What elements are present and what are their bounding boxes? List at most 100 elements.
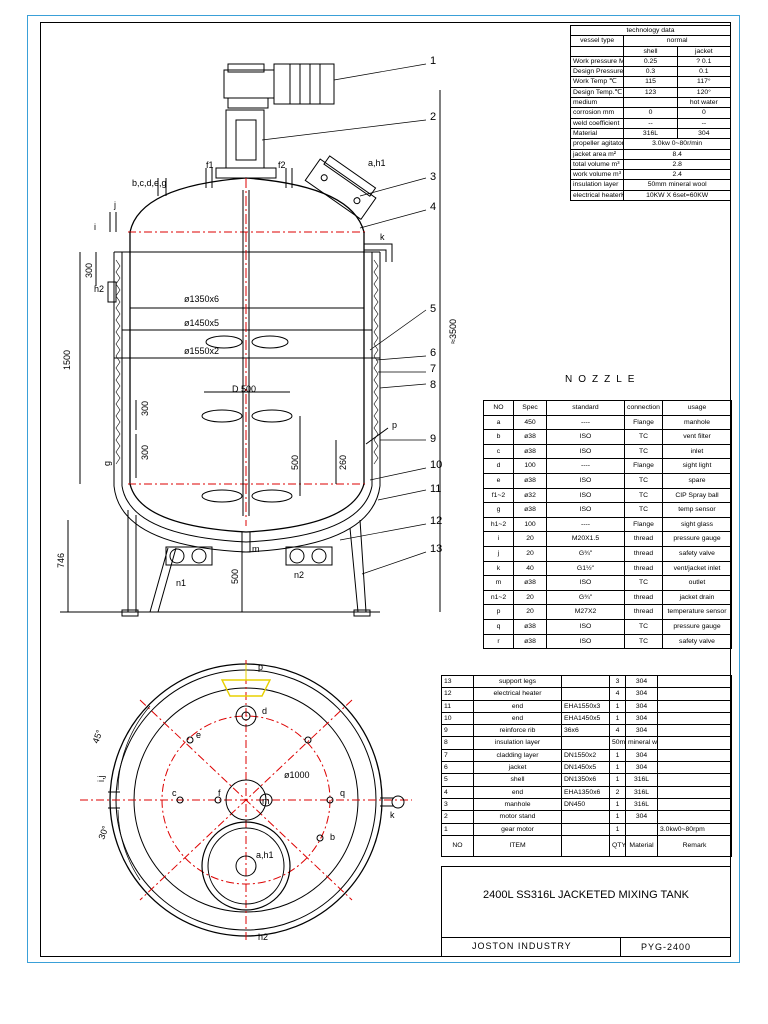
plan-nozzle-r [304,736,312,744]
table-cell: insulation layer [473,736,562,750]
dim-500: 500 [290,455,300,470]
plan-diag-2 [139,699,353,901]
table-cell: Material [625,834,658,857]
part-number-4: 4 [430,201,436,213]
label-g: g [102,461,112,466]
impeller-diameter-label: D 500 [232,384,256,394]
part-number-5: 5 [430,303,436,315]
motor-stand [225,109,265,169]
plan-label-h2: h2 [258,932,268,942]
insulation-hatch-right [373,259,379,465]
outlet-m [241,532,251,553]
plan-label-c: c [172,788,177,798]
leg-right [349,519,367,613]
plan-label-e: e [196,730,201,740]
insulation-hatch-left [115,259,121,465]
sight-glass-h2 [107,281,117,303]
plan-label-b: b [330,832,335,842]
drawing-title: 2400L SS316L JACKETED MIXING TANK [482,889,690,901]
table-cell: jacket [676,45,732,57]
table-cell: 117° [676,76,732,88]
motor [273,63,335,105]
leg-left [127,510,137,612]
label-h2: h2 [94,284,104,294]
dim-300-low: 300 [140,445,150,460]
plan-nozzle-d [235,705,257,727]
dim-300-mid: 300 [140,401,150,416]
part-number-2: 2 [430,111,436,123]
heater-box-right [285,546,333,566]
impeller-blade-3 [201,489,243,503]
nozzle-bcdeg [157,178,167,196]
plan-label-m: m [262,796,270,806]
angle-arc-30 [117,809,141,881]
table-cell: 10KW X 6set=60KW [623,189,731,202]
motor-flange [227,97,269,109]
plan-nozzle-k [380,797,394,807]
label-j: j [113,200,116,210]
dim-500-leg: 500 [230,569,240,584]
impeller-blade-2 [201,409,243,423]
nozzle-p [365,427,389,445]
label-f2: f2 [278,160,286,170]
table-cell: ISO [546,633,625,650]
nozzle-f2 [285,168,293,188]
gear-motor-top [227,63,265,73]
table-cell: -- [676,117,732,129]
table-cell: 1 [441,822,474,836]
table-cell: 8.4 [623,148,731,160]
table-cell: ? 0.1 [676,55,732,68]
table-cell [657,797,732,812]
table-cell: DN450 [561,797,610,812]
table-cell: 304 [676,127,732,140]
table-cell: electrical heaterKW [569,189,625,202]
table-cell [657,761,732,775]
nozzle-ij [109,212,117,232]
table-cell: 1 [609,699,626,713]
label-bcdeg: b,c,d,e,g [132,178,167,188]
part-leaders [261,63,427,575]
jacket-bottom-end [121,485,373,543]
label-n1: n1 [176,578,186,588]
table-cell [657,810,732,824]
plan-label-q: q [340,788,345,798]
plan-nozzle-b [316,834,324,842]
part-number-1: 1 [430,55,436,67]
plan-label-k: k [390,810,395,820]
plan-label-d1000: ø1000 [284,770,310,780]
plan-label-30: 30° [96,824,110,841]
plan-label-p: p [258,662,263,672]
table-cell: safety valve [662,633,732,650]
heater-box-left [165,546,213,566]
table-cell: 1 [609,748,626,763]
tech-title: technology data [570,24,731,37]
table-cell [657,724,732,738]
dim-260: 260 [338,455,348,470]
plan-nozzle-e [186,736,194,744]
table-cell: work volume m³ [569,169,625,181]
angle-arc-45 [117,705,151,791]
diameter-cladding-label: ø1550x2 [184,346,219,356]
